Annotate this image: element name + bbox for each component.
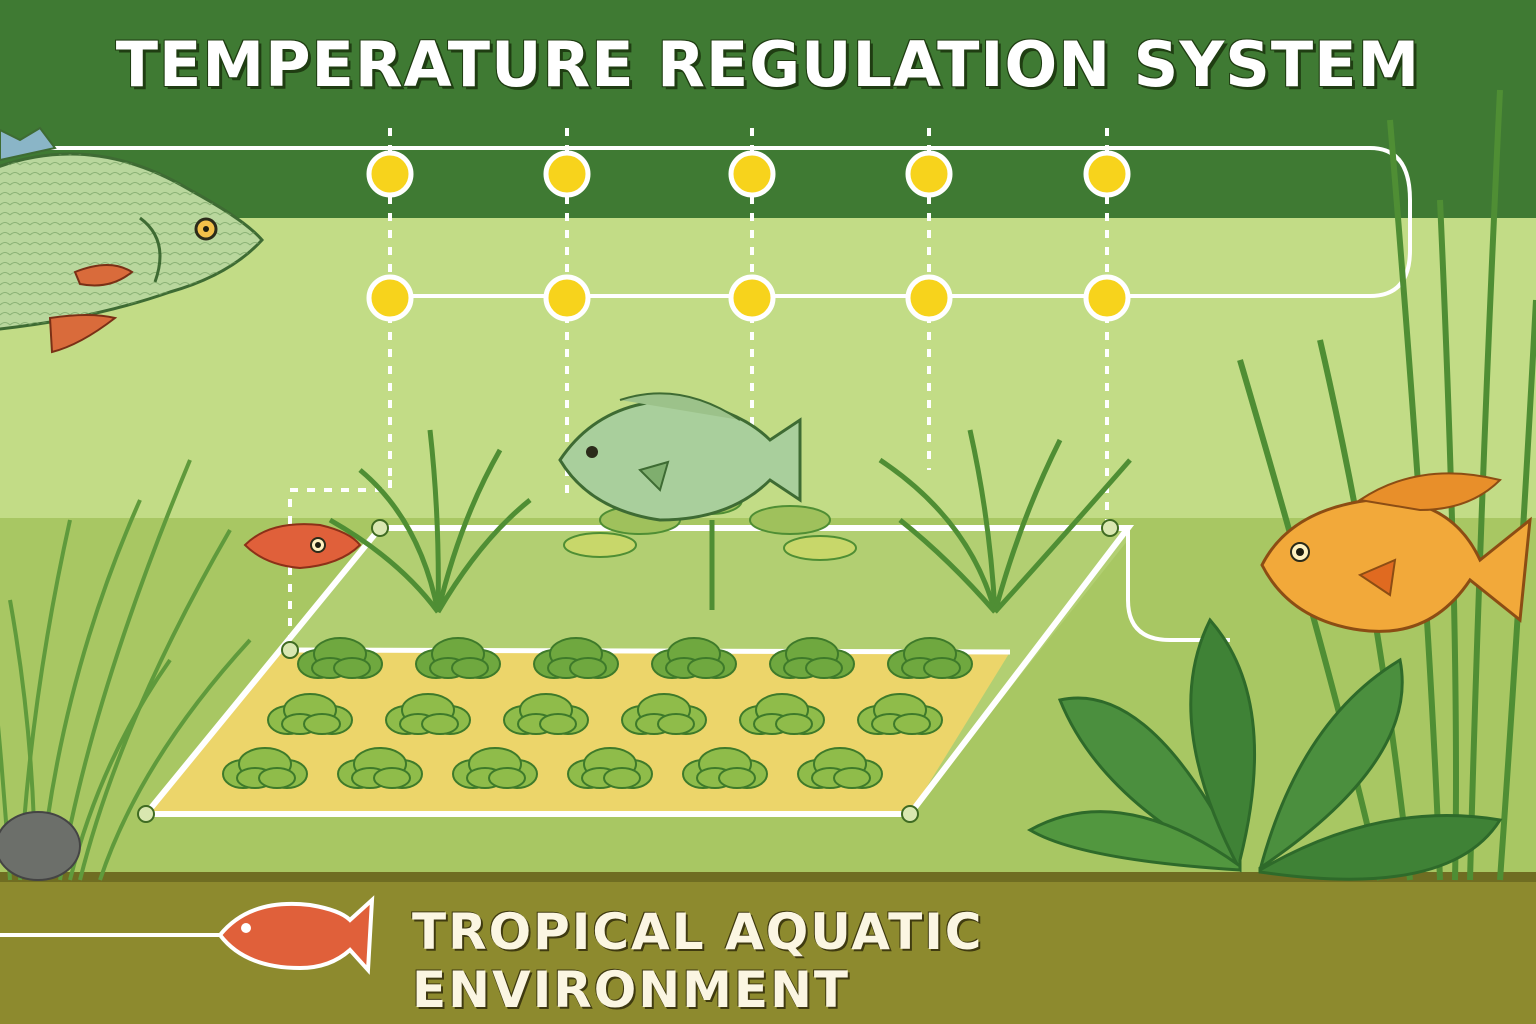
lettuce-icon bbox=[739, 693, 825, 735]
lettuce-icon bbox=[452, 747, 538, 789]
lettuce-icon bbox=[267, 693, 353, 735]
lettuce-icon bbox=[297, 637, 383, 679]
rock-icon bbox=[0, 811, 81, 881]
sensor-node-icon bbox=[1083, 150, 1131, 198]
fish-icon-golden bbox=[1260, 472, 1532, 633]
sensor-row-lower bbox=[366, 274, 1131, 322]
sensor-node-icon bbox=[728, 274, 776, 322]
sensor-node-icon bbox=[905, 150, 953, 198]
sensor-node-icon bbox=[1083, 274, 1131, 322]
lettuce-icon bbox=[533, 637, 619, 679]
lettuce-icon bbox=[651, 637, 737, 679]
sensor-node-icon bbox=[543, 150, 591, 198]
plant-icon-leafy-right bbox=[1026, 617, 1503, 881]
lettuce-icon bbox=[337, 747, 423, 789]
lettuce-icon bbox=[503, 693, 589, 735]
fish-icon-sunfish bbox=[558, 392, 802, 522]
lettuce-icon bbox=[621, 693, 707, 735]
lettuce-icon bbox=[415, 637, 501, 679]
sensor-row-upper bbox=[366, 150, 1131, 198]
sensor-node-icon bbox=[366, 274, 414, 322]
sensor-node-icon bbox=[728, 150, 776, 198]
lettuce-icon bbox=[385, 693, 471, 735]
footer-title: TROPICAL AQUATIC ENVIRONMENT bbox=[412, 903, 984, 1019]
fish-icon-footer bbox=[217, 895, 375, 975]
lettuce-icon bbox=[682, 747, 768, 789]
sensor-node-icon bbox=[905, 274, 953, 322]
ground-shadow bbox=[0, 872, 1536, 882]
lettuce-icon bbox=[222, 747, 308, 789]
fish-icon-small-orange bbox=[243, 523, 362, 570]
plant-icon-tall-left bbox=[328, 429, 532, 614]
lettuce-icon bbox=[887, 637, 973, 679]
lettuce-grid bbox=[222, 637, 973, 789]
lettuce-icon bbox=[857, 693, 943, 735]
fish-icon-bass bbox=[0, 126, 265, 354]
sensor-node-icon bbox=[366, 150, 414, 198]
lettuce-icon bbox=[769, 637, 855, 679]
lettuce-icon bbox=[567, 747, 653, 789]
lettuce-icon bbox=[797, 747, 883, 789]
page-title: TEMPERATURE REGULATION SYSTEM bbox=[115, 28, 1421, 101]
circulation-pipe bbox=[0, 146, 1412, 298]
sensor-node-icon bbox=[543, 274, 591, 322]
plant-icon-tall-right bbox=[878, 429, 1132, 614]
